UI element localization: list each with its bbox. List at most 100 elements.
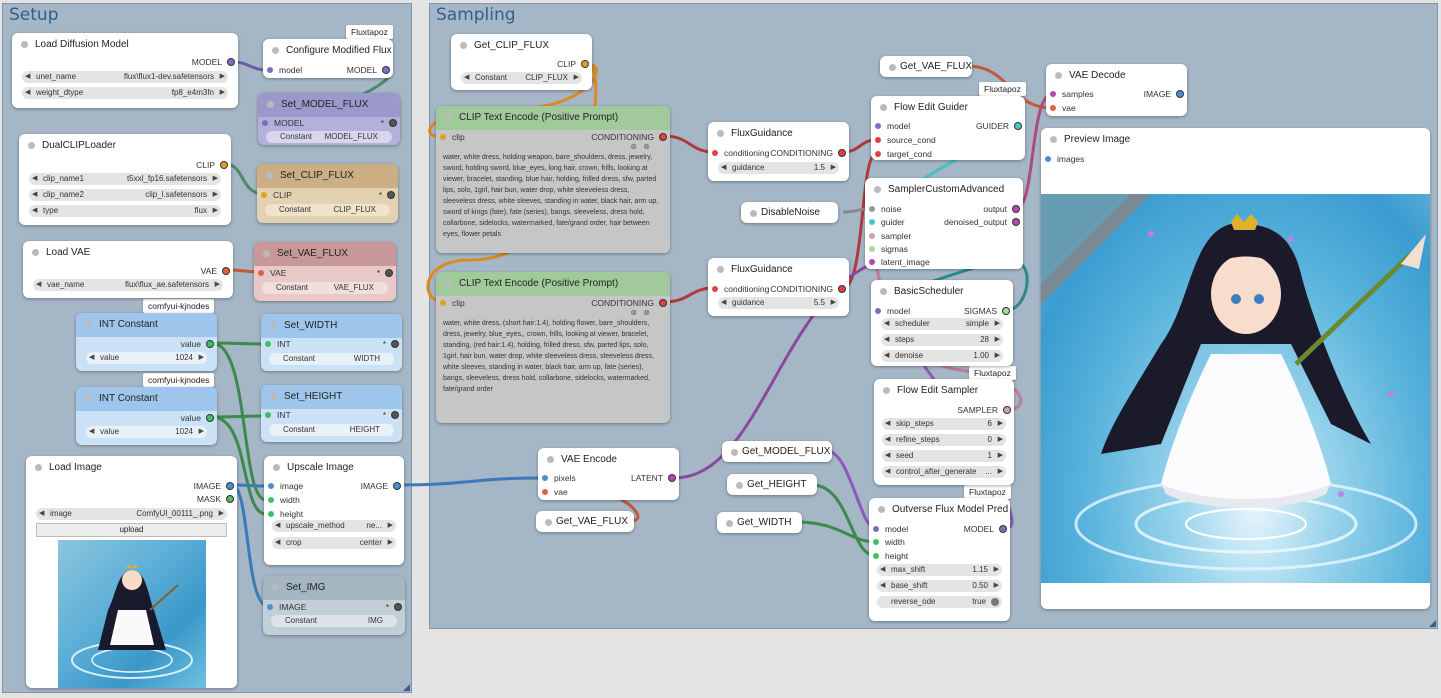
node-sampler-custom-advanced[interactable]: SamplerCustomAdvanced noise guider sampl… <box>865 178 1023 269</box>
input-int[interactable]: INT <box>265 410 291 420</box>
input-clip[interactable]: clip <box>440 298 465 308</box>
input-conditioning[interactable]: conditioning <box>712 148 769 158</box>
input-model[interactable]: model <box>875 306 910 316</box>
node-get-model-flux[interactable]: Get_MODEL_FLUX <box>722 441 832 462</box>
group-resize-handle[interactable] <box>403 684 410 691</box>
input-clip[interactable]: CLIP <box>261 190 292 200</box>
node-load-image[interactable]: Load Image IMAGE MASK imageComfyUI_00111… <box>26 456 237 688</box>
upscale-method-widget[interactable]: upscale_methodne... <box>272 520 396 532</box>
input-model[interactable]: model <box>875 121 910 131</box>
input-width[interactable]: width <box>268 495 300 505</box>
output-latent[interactable]: LATENT <box>631 473 675 483</box>
output-output[interactable]: output <box>983 204 1019 214</box>
output-model[interactable]: MODEL <box>964 524 1007 534</box>
input-height[interactable]: height <box>268 509 303 519</box>
node-upscale-image[interactable]: Upscale Image image width height IMAGE u… <box>264 456 404 565</box>
output-image[interactable]: IMAGE <box>1144 89 1184 99</box>
node-clip-text-encode-positive-2[interactable]: CLIP Text Encode (Positive Prompt) clip … <box>436 272 670 423</box>
input-source-cond[interactable]: source_cond <box>875 135 936 145</box>
input-images[interactable]: images <box>1045 154 1084 164</box>
output-model[interactable]: MODEL <box>192 57 235 67</box>
output-clip[interactable]: CLIP <box>557 59 588 69</box>
node-flow-edit-guider[interactable]: Flow Edit Guider model source_cond targe… <box>871 96 1025 160</box>
output-any[interactable]: * <box>381 118 397 128</box>
output-denoised[interactable]: denoised_output <box>944 217 1019 227</box>
input-model[interactable]: MODEL <box>262 118 304 128</box>
input-model[interactable]: model <box>267 65 302 75</box>
input-vae[interactable]: vae <box>542 487 568 497</box>
input-noise[interactable]: noise <box>869 204 901 214</box>
output-any[interactable]: * <box>386 602 402 612</box>
output-conditioning[interactable]: CONDITIONING <box>591 298 666 308</box>
node-clip-text-encode-positive-1[interactable]: CLIP Text Encode (Positive Prompt) clip … <box>436 106 670 253</box>
node-get-vae-flux-2[interactable]: Get_VAE_FLUX <box>536 511 634 532</box>
output-vae[interactable]: VAE <box>201 266 230 276</box>
output-sigmas[interactable]: SIGMAS <box>964 306 1010 316</box>
output-any[interactable]: * <box>383 339 399 349</box>
node-vae-decode[interactable]: VAE Decode samples vae IMAGE <box>1046 64 1187 116</box>
node-flux-guidance-1[interactable]: FluxGuidance conditioning CONDITIONING g… <box>708 122 849 181</box>
node-load-vae[interactable]: Load VAE VAE vae_nameflux\flux_ae.safete… <box>23 241 233 298</box>
node-basic-scheduler[interactable]: BasicScheduler model SIGMAS schedulersim… <box>871 280 1013 366</box>
input-vae[interactable]: VAE <box>258 268 286 278</box>
input-clip[interactable]: clip <box>440 132 465 142</box>
input-pixels[interactable]: pixels <box>542 473 576 483</box>
input-target-cond[interactable]: target_cond <box>875 149 932 159</box>
output-any[interactable]: * <box>377 268 393 278</box>
node-get-vae-flux-1[interactable]: Get_VAE_FLUX <box>880 56 972 77</box>
node-preview-image[interactable]: Preview Image images <box>1041 128 1430 609</box>
node-flux-guidance-2[interactable]: FluxGuidance conditioning CONDITIONING g… <box>708 258 849 316</box>
output-conditioning[interactable]: CONDITIONING <box>770 284 845 294</box>
input-samples[interactable]: samples <box>1050 89 1094 99</box>
output-model[interactable]: MODEL <box>347 65 390 75</box>
output-value[interactable]: value <box>181 413 214 423</box>
input-image[interactable]: image <box>268 481 303 491</box>
input-guider[interactable]: guider <box>869 217 905 227</box>
input-sampler[interactable]: sampler <box>869 231 911 241</box>
input-int[interactable]: INT <box>265 339 291 349</box>
node-get-width[interactable]: Get_WIDTH <box>717 512 802 533</box>
prompt-text[interactable]: water, white dress, holding weapon, bare… <box>443 154 659 238</box>
node-get-height[interactable]: Get_HEIGHT <box>727 474 817 495</box>
node-configure-modified-flux[interactable]: Configure Modified Flux model MODEL <box>263 39 393 78</box>
output-sampler[interactable]: SAMPLER <box>957 405 1010 415</box>
group-resize-handle[interactable] <box>1429 620 1436 627</box>
input-image[interactable]: IMAGE <box>267 602 306 612</box>
node-vae-encode[interactable]: VAE Encode pixels vae LATENT <box>538 448 679 500</box>
input-width[interactable]: width <box>873 537 905 547</box>
output-mask[interactable]: MASK <box>197 494 234 504</box>
node-load-diffusion-model[interactable]: Load Diffusion Model MODEL unet_nameflux… <box>12 33 238 108</box>
input-sigmas[interactable]: sigmas <box>869 244 908 254</box>
output-guider[interactable]: GUIDER <box>976 121 1022 131</box>
input-vae[interactable]: vae <box>1050 103 1076 113</box>
